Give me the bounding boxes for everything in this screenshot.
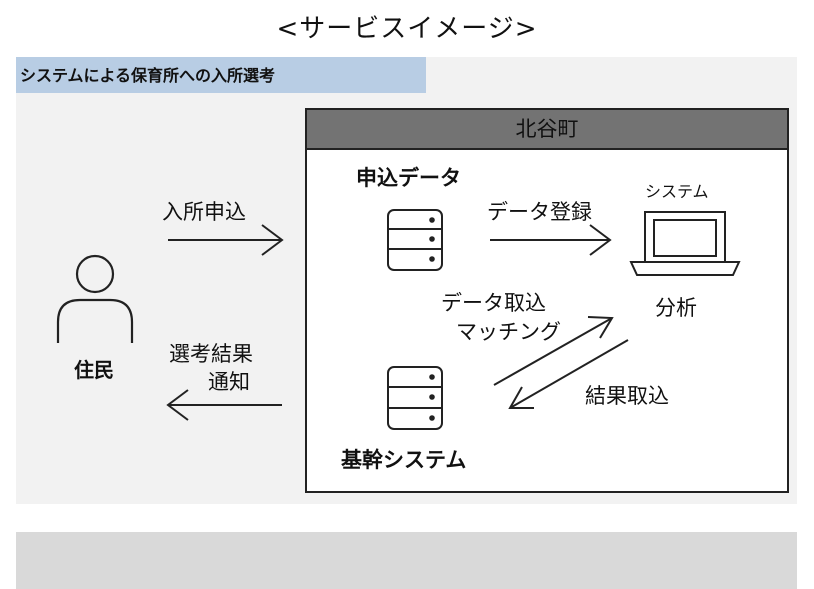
application-request-label: 入所申込 (162, 200, 246, 224)
application-data-label: 申込データ (356, 166, 461, 190)
diagram-panel: システムによる保育所への入所選考 北谷町 (16, 57, 797, 504)
panel-header: システムによる保育所への入所選考 (16, 57, 426, 93)
notification-label: 通知 (208, 370, 250, 394)
notification-arrow (166, 389, 282, 421)
selection-result-label: 選考結果 (169, 342, 253, 366)
data-registration-label: データ登録 (487, 200, 592, 224)
application-database-icon (387, 209, 443, 271)
core-system-label: 基幹システム (341, 448, 467, 472)
result-import-label: 結果取込 (585, 384, 669, 408)
system-label: システム (645, 182, 709, 201)
result-import-arrow (508, 339, 629, 409)
import-matching-arrow (493, 316, 614, 386)
core-database-icon (387, 366, 443, 430)
analysis-label: 分析 (655, 296, 697, 320)
application-arrow (168, 224, 284, 256)
resident-label: 住民 (74, 358, 114, 382)
organization-label: 北谷町 (307, 110, 787, 150)
page-title: <サービスイメージ> (276, 14, 538, 44)
data-import-label: データ取込 (441, 291, 546, 315)
organization-box: 北谷町 (305, 108, 789, 493)
registration-arrow (490, 224, 612, 256)
laptop-icon (629, 211, 741, 276)
bottom-bar (16, 532, 797, 589)
matching-label: マッチング (456, 320, 561, 344)
person-icon (56, 254, 134, 343)
